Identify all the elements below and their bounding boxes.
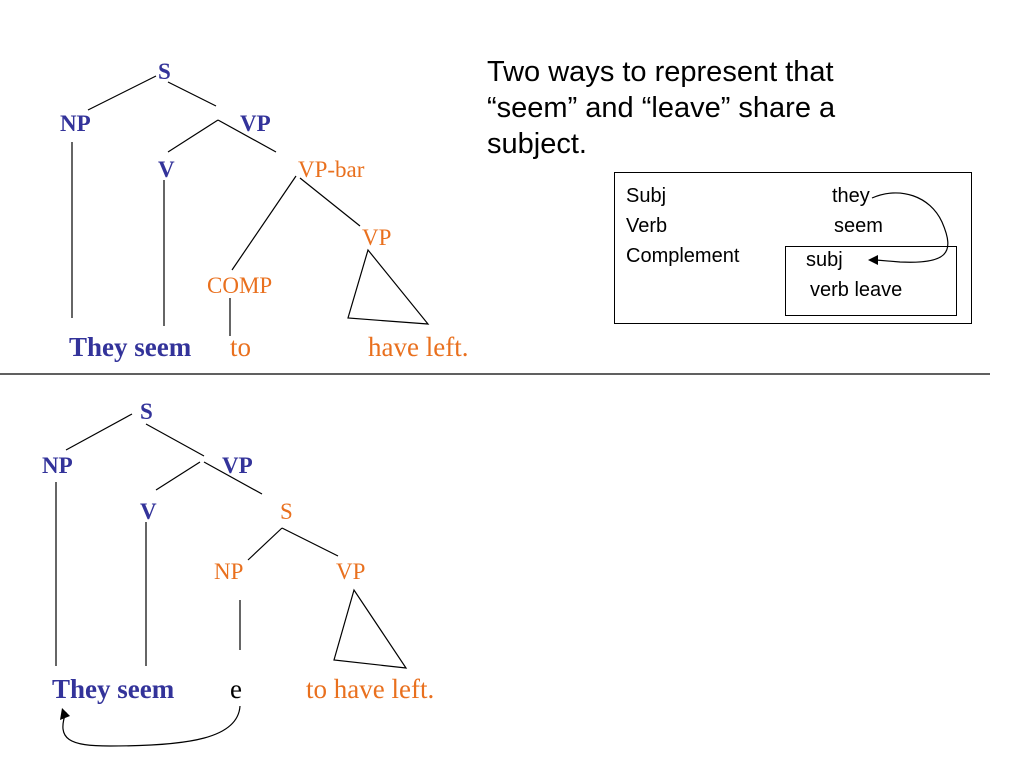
tree1-word-they-seem: They seem	[69, 332, 192, 362]
tree1-np-node: NP	[60, 111, 91, 136]
tree1-vp2-node: VP	[362, 225, 392, 250]
tree2-v-node: V	[140, 499, 157, 524]
fs-complement-label: Complement	[626, 245, 740, 267]
fs-verb-value: seem	[834, 215, 883, 237]
tree1-word-have-left: have left.	[368, 332, 469, 362]
tree2-vp2-node: VP	[336, 559, 366, 584]
tree2-np2-node: NP	[214, 559, 244, 584]
tree2-word-e: e	[230, 674, 242, 704]
fs-inner-verb: verb leave	[810, 279, 903, 301]
slide-title: Two ways to represent that “seem” and “l…	[487, 56, 836, 160]
tree1-vp-bar-node: VP-bar	[298, 157, 365, 182]
fs-verb-label: Verb	[626, 215, 668, 237]
feature-structure-box	[614, 172, 972, 324]
tree2-word-they-seem: They seem	[52, 674, 175, 704]
tree1-word-to: to	[230, 332, 252, 362]
fs-complement-box	[785, 246, 957, 316]
tree2-np-node: NP	[42, 453, 73, 478]
fs-subj-label: Subj	[626, 185, 667, 207]
tree1-v-node: V	[158, 157, 175, 182]
tree1-s-node: S	[158, 59, 171, 84]
tree2-s-node: S	[140, 399, 153, 424]
tree2-word-to-have-left: to have left.	[306, 674, 435, 704]
tree1-vp-node: VP	[240, 111, 271, 136]
tree1-comp-node: COMP	[207, 273, 273, 298]
fs-inner-subj: subj	[806, 249, 843, 271]
tree2-s2-node: S	[280, 499, 293, 524]
fs-subj-value: they	[832, 185, 870, 207]
tree2-vp-node: VP	[222, 453, 253, 478]
